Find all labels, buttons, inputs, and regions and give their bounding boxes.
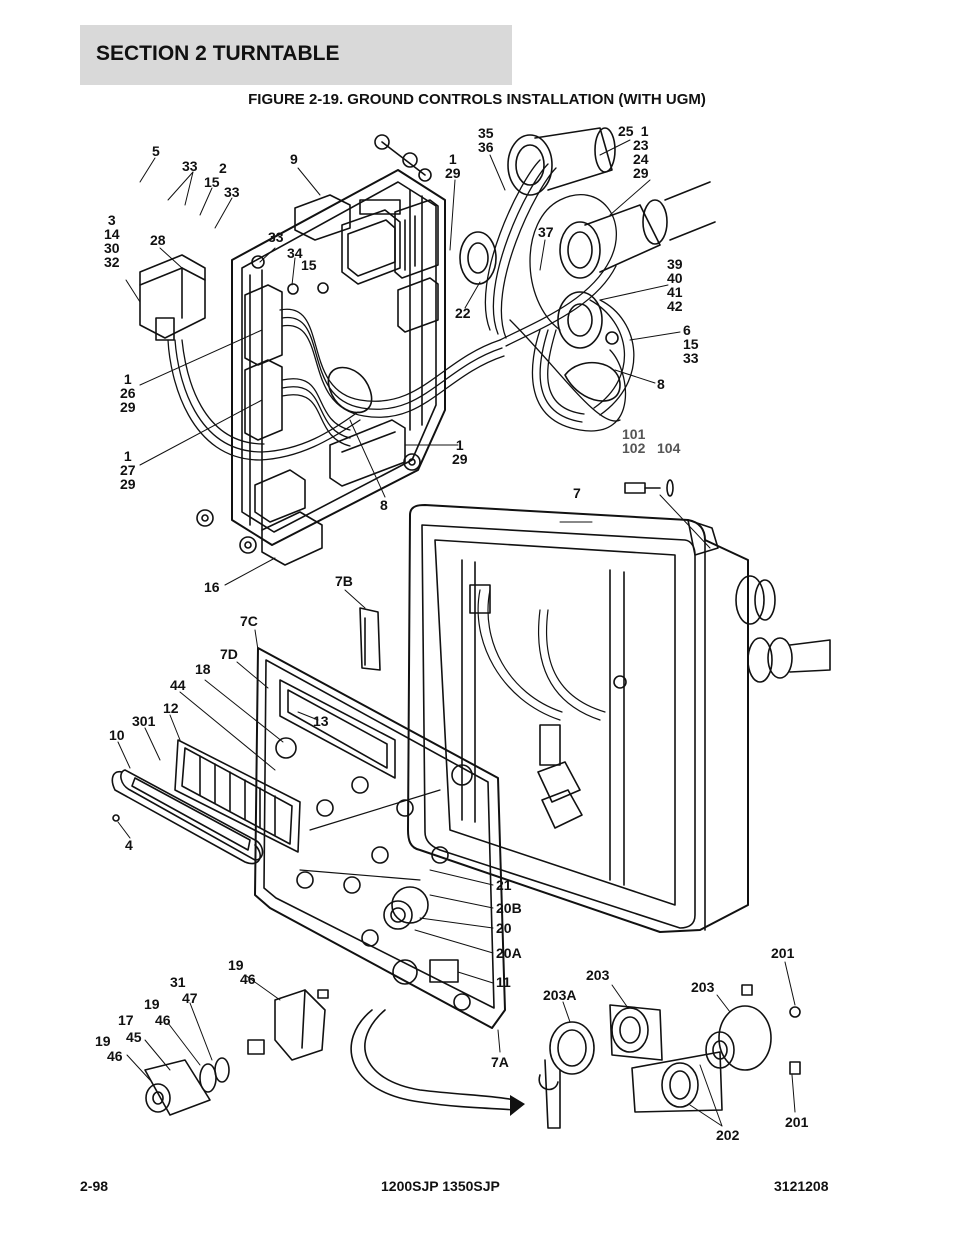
section-header: SECTION 2 TURNTABLE xyxy=(80,25,512,85)
callout: 17 xyxy=(118,1012,134,1028)
callout: 16 xyxy=(204,579,220,595)
callout: 203A xyxy=(543,987,577,1003)
callout: 7C xyxy=(240,613,258,629)
clamp-8-right xyxy=(564,361,621,402)
callout: 31 xyxy=(170,974,186,990)
callout: 19 xyxy=(228,957,244,973)
callout: 15 xyxy=(301,257,317,273)
key-switch-assembly xyxy=(538,984,801,1129)
section-title: SECTION 2 TURNTABLE xyxy=(96,42,340,65)
callout: 201 xyxy=(785,1114,809,1130)
enclosure-7 xyxy=(407,504,831,933)
callout: 20A xyxy=(496,945,522,961)
switch-16 xyxy=(254,469,323,566)
callout: 46 xyxy=(107,1048,123,1064)
callout: 21 xyxy=(496,877,512,893)
callout: 7D xyxy=(220,646,238,662)
callout: 15 xyxy=(204,174,220,190)
callout: 7A xyxy=(491,1054,509,1070)
callout: 104 xyxy=(657,440,681,456)
callout: 1 27 29 xyxy=(120,448,136,492)
callout: 12 xyxy=(163,700,179,716)
callout: 34 xyxy=(287,245,303,261)
callout: 7 xyxy=(573,485,581,501)
callout: 3 14 30 32 xyxy=(104,212,120,270)
callout: 201 xyxy=(771,945,795,961)
callout: 7B xyxy=(335,573,353,589)
document-number: 3121208 xyxy=(774,1178,829,1194)
clamp-8 xyxy=(327,366,373,414)
callout: 33 xyxy=(268,229,284,245)
callout: 101 102 xyxy=(622,426,646,456)
leader-lines xyxy=(117,139,796,1127)
callout: 2 xyxy=(219,160,227,176)
plate-connectors xyxy=(244,194,439,487)
cable-glands xyxy=(459,127,716,349)
callout: 28 xyxy=(150,232,166,248)
callout: 33 xyxy=(182,158,198,174)
callout: 19 xyxy=(95,1033,111,1049)
callout: 1 29 xyxy=(445,151,461,181)
callout: 25 xyxy=(618,123,634,139)
callout: 8 xyxy=(657,376,665,392)
callout: 11 xyxy=(496,974,511,990)
callout: 20B xyxy=(496,900,522,916)
callout: 10 xyxy=(109,727,125,743)
callout: 4 xyxy=(125,837,133,853)
callout: 8 xyxy=(380,497,388,513)
callout: 47 xyxy=(182,990,198,1006)
model-label: 1200SJP 1350SJP xyxy=(381,1178,500,1194)
wire-harness xyxy=(167,159,635,461)
callout: 35 36 xyxy=(478,125,494,155)
callout: 45 xyxy=(126,1029,142,1045)
callout: 37 xyxy=(538,224,554,240)
callout: 6 15 33 xyxy=(683,322,699,366)
callout: 13 xyxy=(313,713,329,729)
callout: 1 23 24 29 xyxy=(633,123,649,181)
callout: 203 xyxy=(691,979,715,995)
callout: 20 xyxy=(496,920,512,936)
callout: 44 xyxy=(170,677,186,693)
control-panel-7C xyxy=(254,647,506,1029)
callout: 46 xyxy=(240,971,256,987)
figure-title: FIGURE 2-19. GROUND CONTROLS INSTALLATIO… xyxy=(248,91,706,108)
callout: 46 xyxy=(155,1012,171,1028)
bracket-7B xyxy=(359,607,381,671)
callout: 9 xyxy=(290,151,298,167)
callout: 19 xyxy=(144,996,160,1012)
callout: 1 29 xyxy=(452,437,468,467)
callout: 301 xyxy=(132,713,156,729)
callout: 33 xyxy=(224,184,240,200)
screw-101 xyxy=(624,482,646,494)
callout: 39 40 41 42 xyxy=(667,256,683,314)
callout: 202 xyxy=(716,1127,740,1143)
installation-arrow xyxy=(364,1009,516,1101)
callout: 1 26 29 xyxy=(120,371,136,415)
page-number: 2-98 xyxy=(80,1178,109,1194)
callout: 5 xyxy=(152,143,160,159)
callout: 203 xyxy=(586,967,610,983)
callout: 18 xyxy=(195,661,211,677)
toggle-switch-assembly xyxy=(144,989,329,1116)
display-bezel-10 xyxy=(111,739,301,865)
callout: 22 xyxy=(455,305,471,321)
relay-28 xyxy=(139,254,206,341)
